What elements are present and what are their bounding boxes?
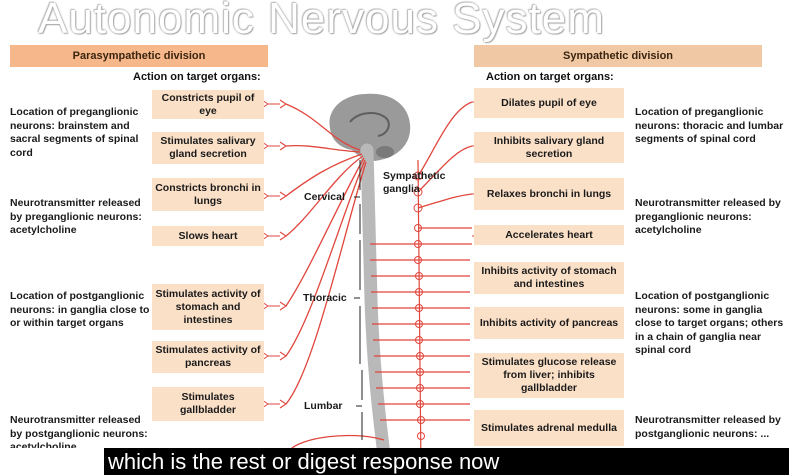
parasympathetic-action-label: Action on target organs:: [133, 71, 261, 83]
region-thoracic: Thoracic: [303, 292, 347, 304]
region-lumbar: Lumbar: [304, 400, 343, 412]
sympathetic-ganglia-label: Sympathetic ganglia: [383, 170, 446, 195]
page-title: Autonomic Nervous System: [38, 0, 605, 43]
symp-action-pancreas: Inhibits activity of pancreas: [474, 307, 624, 339]
para-note-preganglionic-neurotransmitter: Neurotransmitter released by preganglion…: [10, 197, 142, 236]
region-cervical: Cervical: [304, 191, 345, 203]
symp-note-preganglionic-neurotransmitter: Neurotransmitter released by preganglion…: [635, 197, 781, 236]
thoracic-bracket: [354, 240, 361, 364]
para-note-postganglionic-neurotransmitter: Neurotransmitter released by postganglio…: [10, 414, 148, 448]
symp-action-salivary: Inhibits salivary gland secretion: [474, 132, 624, 163]
para-action-pancreas: Stimulates activity of pancreas: [152, 341, 264, 373]
symp-note-postganglionic-neurotransmitter: Neurotransmitter released by postganglio…: [635, 414, 781, 440]
para-note-postganglionic-location: Location of postganglionic neurons: in g…: [10, 290, 150, 329]
para-action-stomach: Stimulates activity of stomach and intes…: [152, 284, 264, 330]
brain-illustration: [329, 93, 411, 161]
para-action-heart: Slows heart: [152, 226, 264, 246]
para-note-preganglionic-location: Location of preganglionic neurons: brain…: [10, 106, 139, 159]
para-action-gallbladder: Stimulates gallbladder: [152, 387, 264, 421]
symp-action-heart: Accelerates heart: [474, 225, 624, 245]
symp-note-postganglionic-location: Location of postganglionic neurons: some…: [635, 290, 784, 356]
cervical-bracket: [354, 160, 361, 234]
spinal-cord: [360, 143, 393, 475]
para-action-bronchi: Constricts bronchi in lungs: [152, 178, 264, 211]
sympathetic-action-label: Action on target organs:: [486, 71, 614, 83]
symp-action-pupil: Dilates pupil of eye: [474, 88, 624, 118]
symp-note-preganglionic-location: Location of preganglionic neurons: thora…: [635, 106, 784, 145]
parasympathetic-nerves: [285, 103, 385, 451]
symp-action-stomach: Inhibits activity of stomach and intesti…: [474, 262, 624, 294]
symp-action-adrenal: Stimulates adrenal medulla: [474, 410, 624, 446]
parasympathetic-header: Parasympathetic division: [10, 45, 268, 67]
sympathetic-nerves: [370, 101, 473, 421]
symp-action-bronchi: Relaxes bronchi in lungs: [474, 178, 624, 210]
sympathetic-header: Sympathetic division: [474, 45, 762, 67]
symp-action-liver: Stimulates glucose release from liver; i…: [474, 353, 624, 398]
lumbar-bracket: [356, 370, 363, 440]
subtitle-caption: which is the rest or digest response now: [104, 448, 789, 475]
para-action-pupil: Constricts pupil of eye: [152, 90, 264, 119]
para-action-salivary: Stimulates salivary gland secretion: [152, 132, 264, 164]
